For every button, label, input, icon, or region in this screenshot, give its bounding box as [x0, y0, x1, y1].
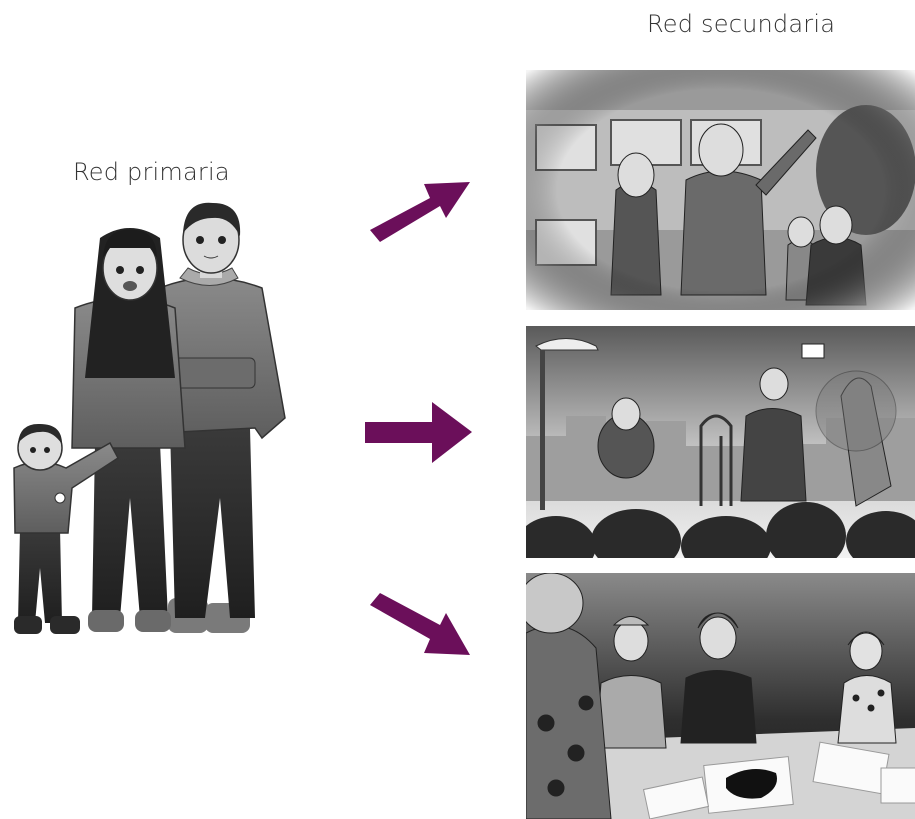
man-figure	[159, 202, 286, 633]
secondary-scene-community	[526, 326, 915, 558]
arrow-up-right-icon	[360, 170, 480, 250]
family-illustration	[0, 198, 300, 648]
secondary-scene-presentation	[526, 70, 915, 310]
woman-figure	[71, 228, 186, 632]
primary-network-label: Red primaria	[73, 158, 230, 186]
arrow-down-right-icon	[360, 585, 480, 665]
secondary-network-label: Red secundaria	[647, 10, 836, 38]
boy-figure	[13, 423, 119, 634]
secondary-scene-table-meeting	[526, 573, 915, 819]
arrow-right-icon	[360, 395, 480, 470]
